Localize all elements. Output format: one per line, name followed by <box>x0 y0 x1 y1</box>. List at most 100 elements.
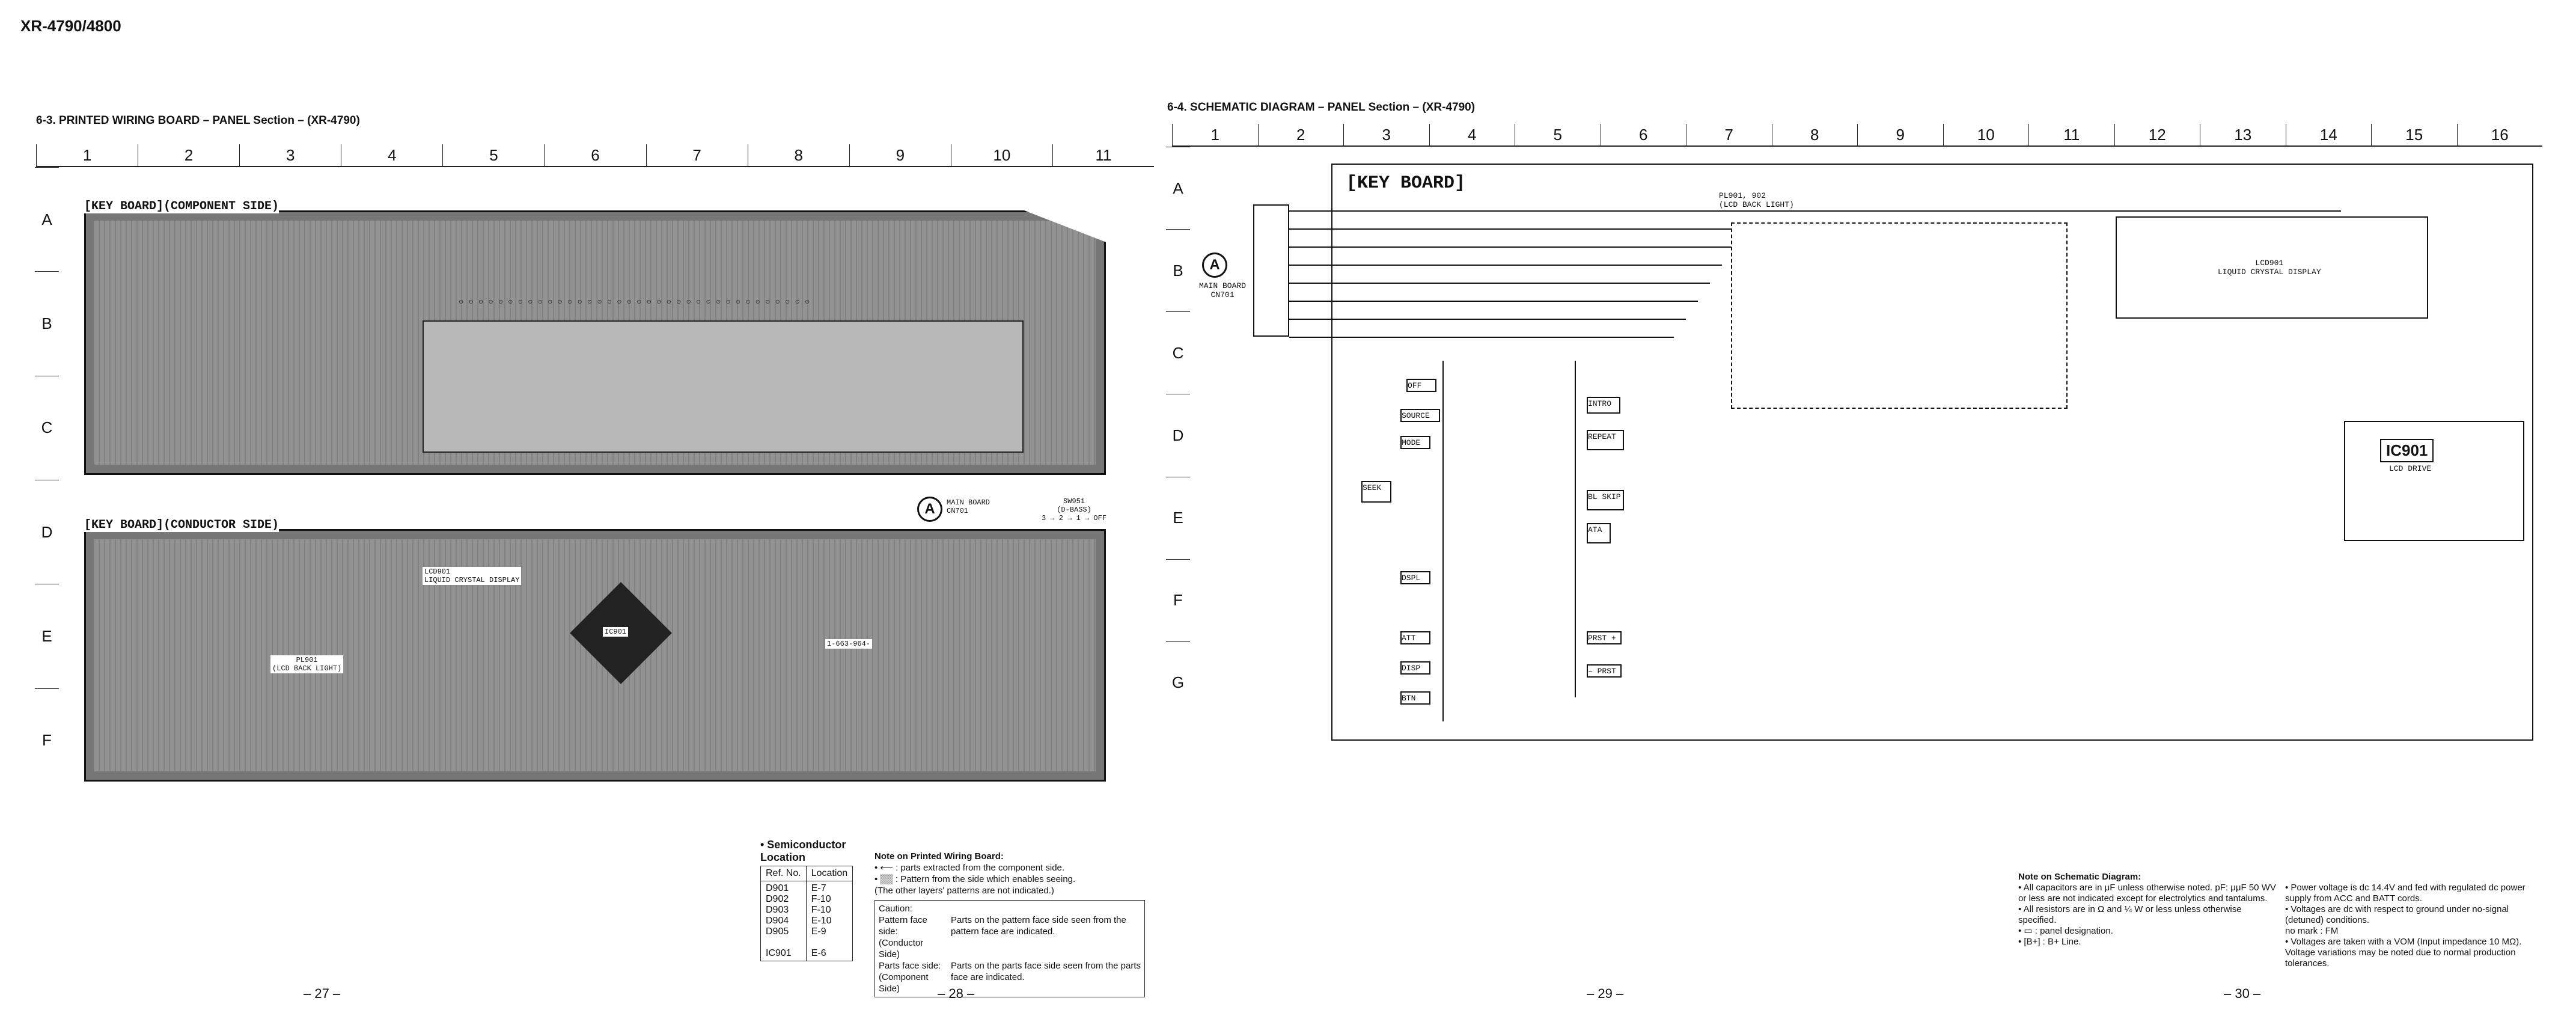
column-label: 1 <box>1172 124 1258 145</box>
schematic-note-title: Note on Schematic Diagram: <box>2018 872 2141 882</box>
table-header: Ref. No. <box>760 866 807 881</box>
pwb-column-ruler: 1 2 3 4 5 6 7 8 9 10 11 <box>36 144 1154 167</box>
schematic-note-line: • Voltages are taken with a VOM (Input i… <box>2285 937 2522 969</box>
ref-no: D904 <box>766 916 789 926</box>
location: F-10 <box>811 894 831 904</box>
ref-no: D903 <box>766 905 789 915</box>
pwb-note-line: • ▒▒ : Pattern from the side which enabl… <box>874 874 1076 884</box>
lcd-label: LCD901 LIQUID CRYSTAL DISPLAY <box>423 567 522 585</box>
caution-title: Caution: <box>879 904 912 914</box>
table-header: Location <box>805 866 853 881</box>
column-label: 15 <box>2371 124 2457 145</box>
bus-line <box>1289 265 1722 266</box>
key-label: – PRST <box>1588 667 1616 676</box>
key-bus <box>1575 361 1576 697</box>
row-label: B <box>35 271 59 375</box>
key-repeat: REPEAT <box>1587 430 1624 450</box>
ic-label: IC901 <box>603 627 629 637</box>
key-source: SOURCE <box>1400 409 1440 422</box>
key-seek: SEEK <box>1361 481 1391 503</box>
column-label: 5 <box>1515 124 1601 145</box>
table-header-row: Ref. No. Location <box>760 866 853 881</box>
bus-line <box>1289 319 1686 320</box>
key-label: DSPL <box>1402 574 1421 583</box>
caution-row: Pattern face side: (Conductor Side) Part… <box>879 914 1141 960</box>
schematic-backlight-label: PL901, 902 (LCD BACK LIGHT) <box>1719 191 1794 209</box>
location: E-9 <box>811 926 826 937</box>
row-label: F <box>35 688 59 792</box>
page-number: – 28 – <box>938 986 975 1001</box>
column-label: 14 <box>2285 124 2372 145</box>
location: F-10 <box>811 905 831 915</box>
row-label: A <box>1166 147 1190 229</box>
semiconductor-table: Ref. No. Location D901 D902 D903 D904 D9… <box>760 866 853 961</box>
page-number: – 29 – <box>1587 986 1624 1001</box>
row-label: D <box>35 479 59 584</box>
row-label: E <box>1166 476 1190 559</box>
key-prst-minus: – PRST <box>1587 664 1622 678</box>
schematic-note-right: • Power voltage is dc 14.4V and fed with… <box>2285 872 2544 969</box>
schematic-row-ruler: A B C D E F G <box>1166 147 1190 724</box>
column-label: 7 <box>1686 124 1772 145</box>
row-label: G <box>1166 641 1190 724</box>
key-label: SEEK <box>1363 483 1382 492</box>
column-label: 11 <box>1052 144 1154 166</box>
row-label: A <box>35 167 59 271</box>
row-label: F <box>1166 559 1190 641</box>
column-label: 11 <box>2028 124 2114 145</box>
column-label: 12 <box>2114 124 2200 145</box>
component-side-board: ○○○○○○○○○○○○○○○○○○○○○○○○○○○○○○○○○○○○ <box>84 210 1106 475</box>
column-label: 9 <box>1857 124 1943 145</box>
key-bl-skip: BL SKIP <box>1587 490 1624 510</box>
row-label: D <box>1166 394 1190 476</box>
key-intro: INTRO <box>1587 397 1620 414</box>
semiconductor-title: • Semiconductor Location <box>760 839 846 863</box>
schematic-note-line: • Voltages are dc with respect to ground… <box>2285 904 2509 925</box>
key-label: PRST + <box>1588 634 1616 643</box>
caution-key: Pattern face side: (Conductor Side) <box>879 915 927 959</box>
location: E-6 <box>811 948 826 958</box>
key-label: BTN <box>1402 694 1416 703</box>
key-label: BL SKIP <box>1588 492 1621 501</box>
ref-no: IC901 <box>766 948 792 958</box>
ref-no: D901 <box>766 883 789 893</box>
page-number: – 27 – <box>304 986 341 1001</box>
led-matrix <box>1731 222 2068 409</box>
ref-no: D905 <box>766 926 789 937</box>
schematic-note-line: • [B+] : B+ Line. <box>2018 937 2081 947</box>
key-dspl: DSPL <box>1400 571 1430 584</box>
key-btn: BTN <box>1400 691 1430 705</box>
key-att: ATT <box>1400 631 1430 644</box>
conductor-side-board: IC901 LCD901 LIQUID CRYSTAL DISPLAY 1-66… <box>84 529 1106 782</box>
column-label: 5 <box>442 144 544 166</box>
schematic-note-line: • All capacitors are in μF unless otherw… <box>2018 883 2276 904</box>
schematic-note-left: Note on Schematic Diagram: • All capacit… <box>2018 872 2277 969</box>
column-label: 7 <box>646 144 748 166</box>
caution-value: Parts on the pattern face side seen from… <box>951 915 1126 937</box>
key-label: INTRO <box>1588 399 1612 408</box>
key-label: ATT <box>1402 634 1416 643</box>
ref-no: D902 <box>766 894 789 904</box>
bus-line <box>1289 246 1734 248</box>
column-label: 2 <box>1257 124 1344 145</box>
schematic-note: Note on Schematic Diagram: • All capacit… <box>2018 872 2547 969</box>
key-label: SOURCE <box>1402 411 1430 420</box>
column-label: 8 <box>747 144 849 166</box>
pad-row: ○○○○○○○○○○○○○○○○○○○○○○○○○○○○○○○○○○○○ <box>459 296 815 306</box>
schematic-note-line: • ▭ : panel designation. <box>2018 926 2113 936</box>
bus-line <box>1289 210 2341 212</box>
key-label: OFF <box>1408 381 1422 390</box>
ic901-sub: LCD DRIVE <box>2389 464 2432 473</box>
ic901-label: IC901 <box>2380 439 2434 462</box>
key-off: OFF <box>1406 379 1436 392</box>
board-pattern <box>94 539 1096 771</box>
caution-value: Parts on the parts face side seen from t… <box>951 961 1141 982</box>
bus-line <box>1289 301 1698 302</box>
bus-line <box>1289 337 1674 338</box>
row-label: E <box>35 584 59 688</box>
switch-label: SW951 (D-BASS) 3 → 2 → 1 → OFF <box>1040 497 1109 523</box>
cn-connector <box>1253 204 1289 337</box>
location: E-7 <box>811 883 826 893</box>
schematic-note-line: • All resistors are in Ω and ¼ W or less… <box>2018 904 2242 925</box>
column-label: 3 <box>239 144 341 166</box>
